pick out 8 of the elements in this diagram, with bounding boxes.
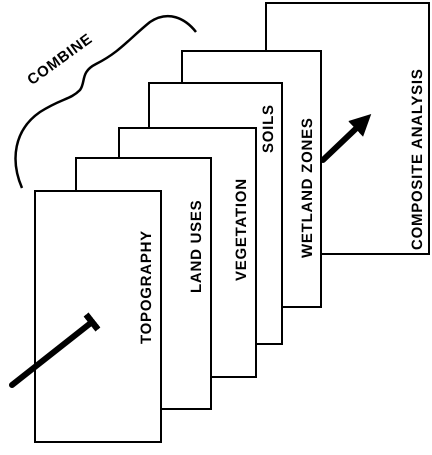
arrow [320, 114, 372, 163]
layer-label: VEGETATION [234, 177, 249, 281]
layer-label: SOILS [261, 103, 276, 153]
layer-label: LAND USES [189, 198, 204, 293]
layer-label: WETLAND ZONES [300, 116, 315, 258]
layer-label: TOPOGRAPHY [139, 229, 154, 344]
layer-label: COMPOSITE ANALYSIS [410, 67, 425, 250]
layer-sheet [34, 190, 162, 443]
